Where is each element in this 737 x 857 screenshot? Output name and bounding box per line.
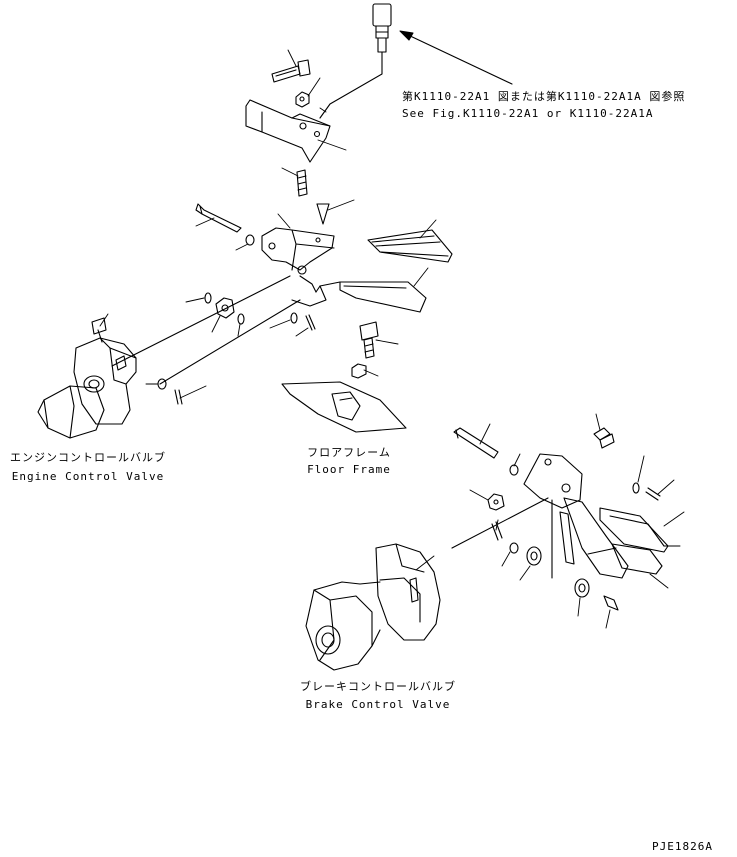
pressure-switch <box>372 3 392 67</box>
brake-washer-b <box>509 542 519 554</box>
switch-bracket <box>245 99 331 163</box>
bracket-nut <box>295 91 310 108</box>
washer-small-b <box>237 313 245 325</box>
brake-valve-label-ja: ブレーキコントロールバルブ <box>300 680 456 693</box>
stopper-cone <box>316 203 330 225</box>
pin-washer <box>245 234 255 246</box>
pivot-pin <box>195 203 242 233</box>
brake-pin-small <box>632 482 640 494</box>
brake-valve-label-en: Brake Control Valve <box>305 698 451 711</box>
floor-frame <box>281 381 407 433</box>
engine-valve-label-en: Engine Control Valve <box>11 470 165 483</box>
brake-small-bolt <box>603 595 619 611</box>
drawing-code: PJE1826A <box>652 840 713 853</box>
cotter-pin-b <box>174 389 183 405</box>
pedal-bracket <box>261 227 335 275</box>
bracket-bolt <box>271 59 311 83</box>
floor-frame-label-ja: フロアフレーム <box>307 446 391 459</box>
brake-control-valve <box>305 543 441 671</box>
leader-lines <box>99 49 685 629</box>
switch-wire <box>319 65 383 119</box>
engine-control-valve <box>37 317 137 439</box>
engine-rod-upper <box>111 275 291 367</box>
brake-nut <box>487 493 505 511</box>
brake-washer <box>509 464 519 476</box>
brake-washer-d <box>574 578 590 598</box>
pedal-pad-cover <box>367 229 453 263</box>
washer-small-c <box>290 312 298 324</box>
reference-note-ja: 第K1110-22A1 図または第K1110-22A1A 図参照 <box>402 90 686 103</box>
cotter-pin-c <box>645 487 661 501</box>
adjust-bolt <box>296 169 308 197</box>
lock-nut <box>215 297 235 319</box>
stopper-bolt <box>359 321 379 359</box>
reference-arrow <box>399 30 513 85</box>
floor-frame-label-en: Floor Frame <box>307 463 391 476</box>
brake-lever <box>559 497 629 579</box>
engine-valve-label-ja: エンジンコントロールバルブ <box>10 451 166 464</box>
brake-bolt <box>593 427 615 449</box>
washer-engine <box>157 378 167 390</box>
brake-pin <box>453 427 499 459</box>
engine-rod-lower <box>159 299 301 385</box>
brake-pedal <box>599 507 669 575</box>
stopper-nut <box>351 363 367 379</box>
engine-pedal <box>291 275 427 313</box>
reference-note-en: See Fig.K1110-22A1 or K1110-22A1A <box>402 107 654 120</box>
cotter-pin-a <box>305 314 316 331</box>
brake-rod-upper <box>451 497 549 549</box>
washer-small-a <box>204 292 212 304</box>
brake-washer-c <box>526 546 542 566</box>
